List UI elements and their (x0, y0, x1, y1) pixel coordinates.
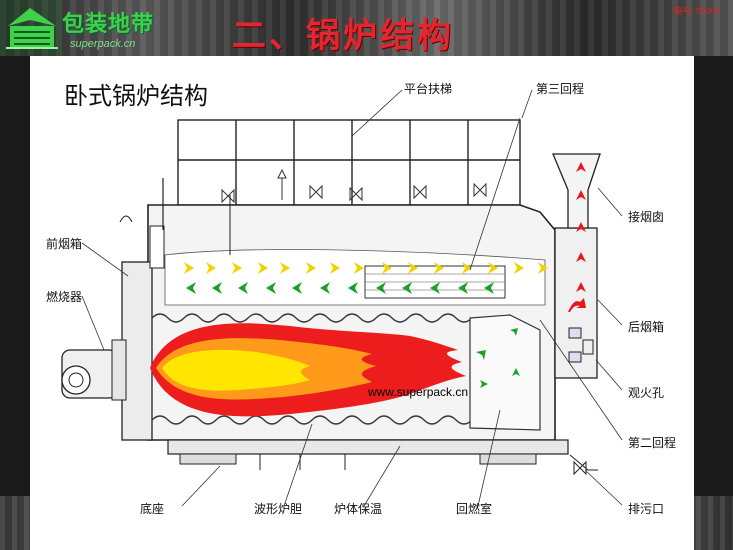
logo: 包装地带 superpack.cn (0, 0, 166, 56)
header-texture (0, 0, 733, 56)
top-valves (221, 168, 487, 204)
red-flow-arrows (568, 162, 586, 312)
green-flow-arrows (186, 282, 520, 388)
label-platform-ladder: 平台扶梯 (404, 82, 453, 96)
label-base: 底座 (140, 502, 165, 516)
label-third-pass: 第三回程 (536, 82, 585, 96)
label-blowdown: 排污口 (628, 502, 665, 516)
label-sight-hole: 观火孔 (628, 386, 665, 400)
label-combustion-chamber: 回燃室 (456, 502, 493, 516)
yellow-flow-arrows (184, 262, 548, 274)
label-rear-smoke-box: 后烟箱 (628, 320, 665, 334)
boiler-shell (61, 153, 601, 476)
label-smoke-outlet: 接烟囱 (628, 210, 665, 224)
label-insulation: 炉体保温 (334, 502, 383, 516)
diagram-subtitle: 卧式锅炉结构 (64, 82, 208, 110)
logo-icon (0, 0, 62, 56)
label-burner: 燃烧器 (46, 290, 83, 304)
label-second-pass: 第二回程 (628, 436, 677, 450)
slide-code: 编号: 05001 (672, 6, 721, 16)
label-front-smoke-box: 前烟箱 (46, 237, 83, 251)
furnace-flame (150, 323, 466, 417)
watermark-url: www.superpack.cn (368, 385, 469, 399)
page-title: 二、锅炉结构 (232, 16, 454, 56)
leader-lines (81, 89, 623, 507)
slide-header: 包装地带 superpack.cn 二、锅炉结构 编号: 05001 (0, 0, 733, 56)
logo-subtext: superpack.cn (70, 38, 136, 50)
platform-railing (177, 119, 521, 206)
logo-text: 包装地带 (62, 12, 155, 37)
label-corrugated-furnace: 波形炉胆 (254, 502, 303, 516)
